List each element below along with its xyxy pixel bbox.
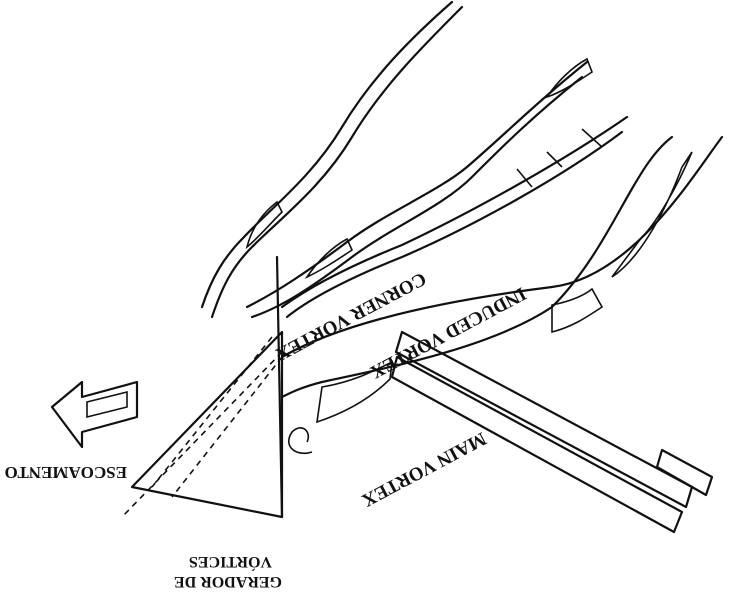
plate-1 — [392, 357, 682, 532]
main-vortex-swirl — [289, 428, 312, 453]
generator-dashed-1 — [172, 357, 282, 497]
flow-arrow-hatch — [87, 392, 127, 417]
main-vortex-hatch-2 — [552, 289, 602, 332]
label-flow: ESCOAMENTO — [5, 463, 128, 482]
plate-3 — [657, 450, 712, 495]
flow-arrow — [52, 382, 137, 447]
corner-vortex-hatch-2 — [307, 239, 352, 277]
induced-vortex-edge-2 — [282, 117, 627, 307]
vortex-generator — [122, 257, 712, 532]
main-vortex-edge-bottom — [282, 137, 672, 397]
label-generator-line1: GERADOR DE — [174, 573, 282, 590]
label-generator-line2: VÓRTICES — [189, 553, 272, 572]
generator-wall — [132, 332, 282, 517]
wavy-strand — [202, 2, 462, 317]
main-vortex-hatch-1 — [612, 152, 692, 277]
generator-dashed-3 — [122, 352, 282, 517]
plate-2 — [396, 332, 692, 507]
wavy-strand-edge-1 — [212, 7, 462, 317]
label-main-vortex: MAIN VORTEX — [358, 428, 489, 511]
induced-vortex-band — [282, 117, 627, 317]
